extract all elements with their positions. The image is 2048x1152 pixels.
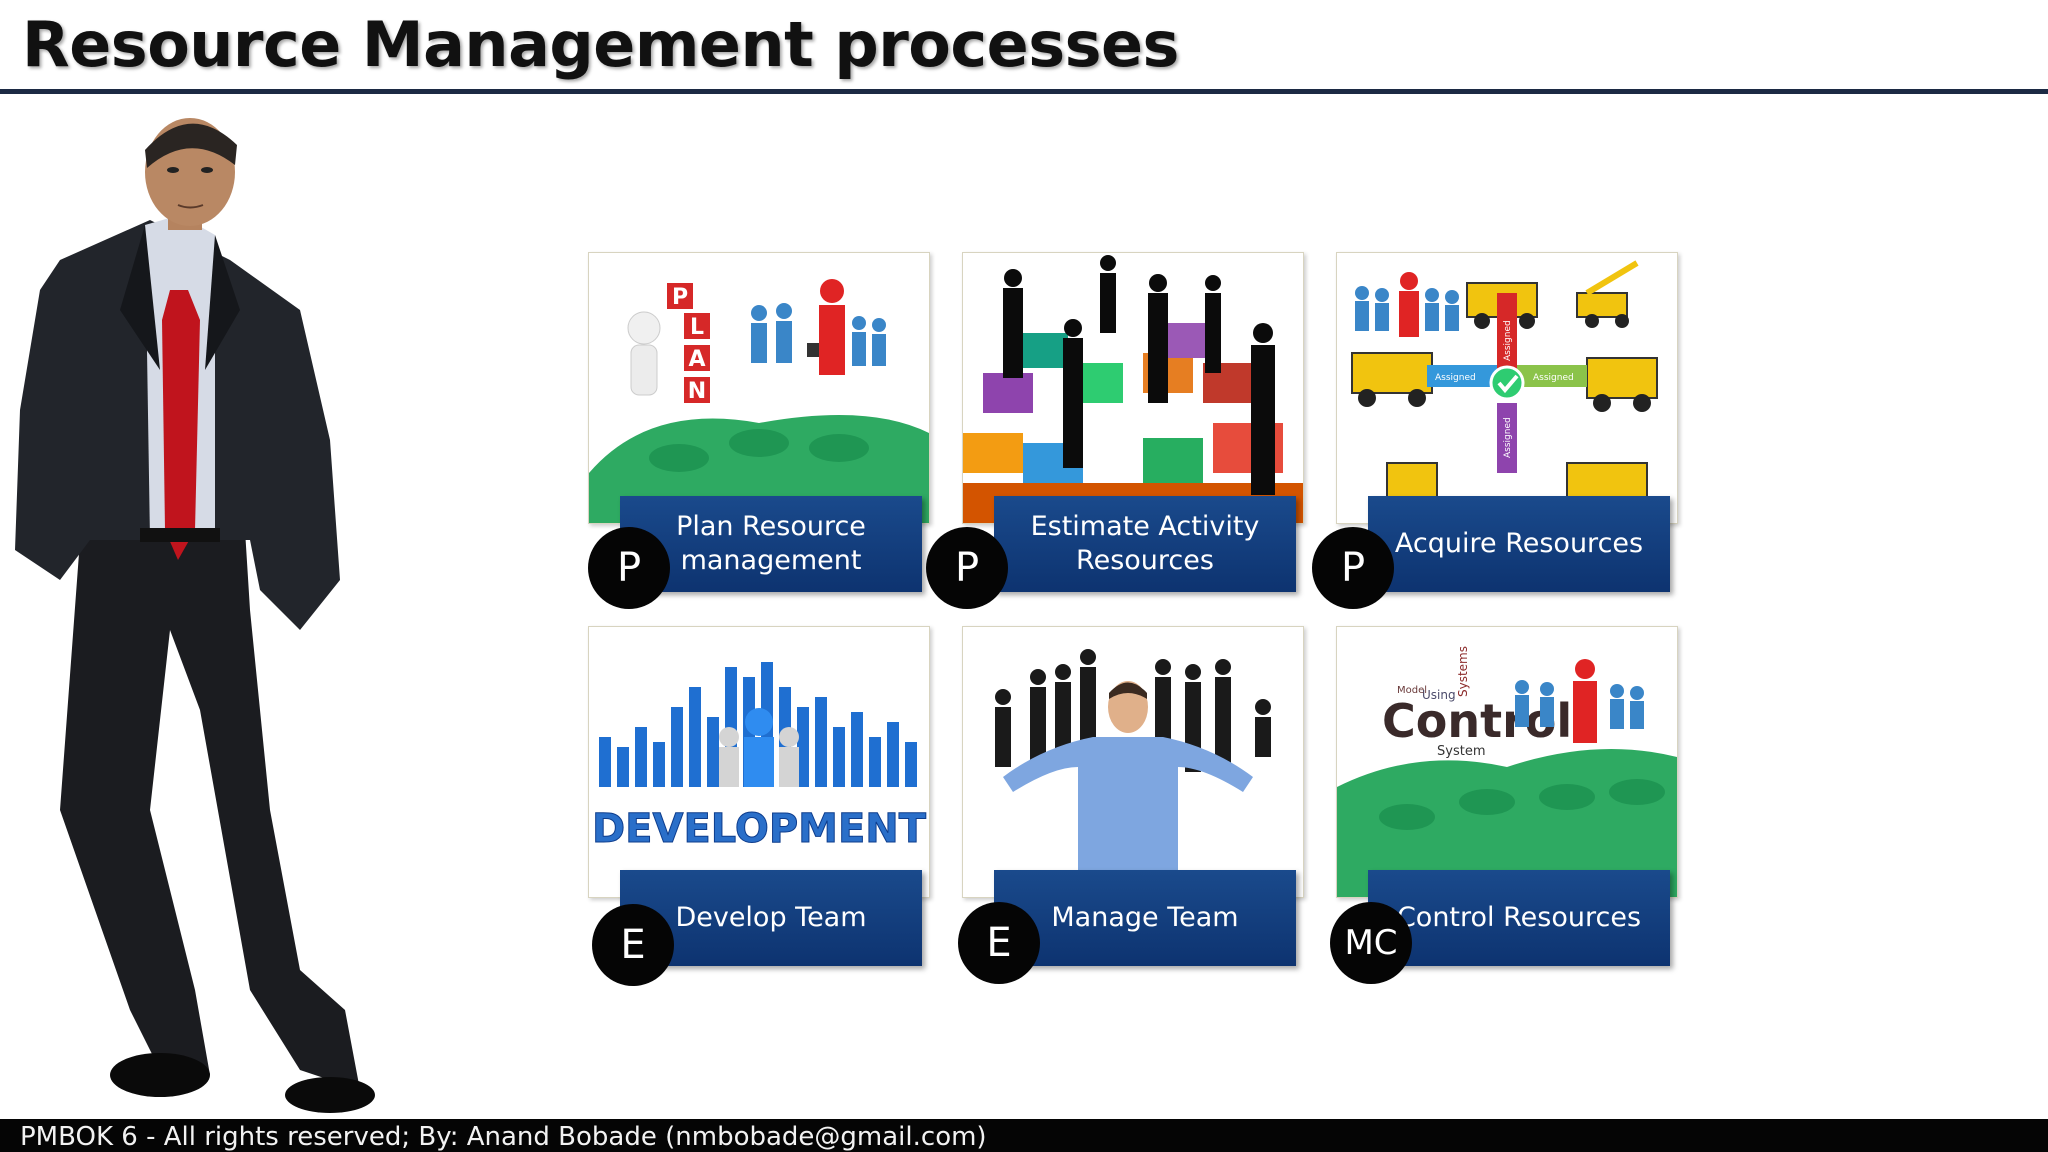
process-group-badge: P — [926, 527, 1008, 609]
process-group-letter: E — [620, 922, 646, 968]
estimate-picture — [962, 252, 1304, 524]
manage-picture — [962, 626, 1304, 898]
process-name: Develop Team — [675, 902, 867, 933]
process-card-acquire-resources: Assigned Assigned Assigned Assigned Acqu… — [1312, 252, 1678, 609]
footer-bar: PMBOK 6 - All rights reserved; By: Anand… — [0, 1119, 2048, 1152]
process-name: Estimate Activity Resources — [1030, 511, 1260, 576]
process-label: Manage Team — [994, 870, 1296, 966]
process-group-badge: MC — [1330, 902, 1412, 984]
plan-letter-a: A — [688, 347, 705, 372]
process-card-control-resources: Control Systems Using Model System Contr… — [1330, 626, 1678, 984]
process-group-badge: E — [592, 904, 674, 986]
assigned-left-text: Assigned — [1435, 373, 1476, 383]
plan-letter-p: P — [672, 285, 688, 310]
process-group-badge: P — [1312, 527, 1394, 609]
process-card-estimate-activity-resources: Estimate Activity Resources P — [926, 252, 1304, 609]
plan-picture: P L A N — [588, 252, 930, 524]
plan-letter-l: L — [690, 315, 704, 340]
process-group-badge: P — [588, 527, 670, 609]
model-word: Model — [1397, 685, 1427, 696]
process-card-develop-team: DEVELOPMENT Develop Team E — [588, 626, 930, 986]
process-group-letter: MC — [1344, 923, 1398, 963]
process-group-letter: P — [954, 545, 980, 591]
process-name: Plan Resource management — [676, 511, 866, 576]
footer-copyright: PMBOK 6 - All rights reserved; By: Anand… — [20, 1122, 987, 1152]
develop-picture: DEVELOPMENT — [588, 626, 930, 898]
acquire-picture: Assigned Assigned Assigned Assigned — [1336, 252, 1678, 524]
process-group-letter: P — [616, 545, 642, 591]
slide-title: Resource Management processes — [22, 8, 1179, 81]
process-card-manage-team: Manage Team E — [958, 626, 1304, 984]
process-label: Control Resources — [1368, 870, 1670, 966]
using-word: Using — [1422, 688, 1456, 702]
process-name: Acquire Resources — [1394, 528, 1644, 559]
title-rule — [0, 89, 2048, 94]
system-word: System — [1437, 744, 1485, 759]
process-group-letter: P — [1340, 545, 1366, 591]
development-word: DEVELOPMENT — [592, 806, 927, 852]
assigned-right-text: Assigned — [1533, 373, 1574, 383]
process-label: Estimate Activity Resources — [994, 496, 1296, 592]
process-card-plan-resource-management: P L A N Plan Resource management P — [588, 252, 930, 609]
assigned-bottom-text: Assigned — [1503, 417, 1513, 458]
process-name: Control Resources — [1396, 902, 1642, 933]
process-group-badge: E — [958, 902, 1040, 984]
systems-word: Systems — [1456, 646, 1470, 697]
plan-letter-n: N — [688, 379, 706, 404]
process-name: Manage Team — [1051, 902, 1239, 933]
assigned-top-text: Assigned — [1503, 320, 1513, 361]
process-label: Plan Resource management — [620, 496, 922, 592]
process-label: Acquire Resources — [1368, 496, 1670, 592]
presenter-photo — [15, 118, 375, 1113]
process-group-letter: E — [986, 920, 1012, 966]
control-picture: Control Systems Using Model System — [1336, 626, 1678, 898]
